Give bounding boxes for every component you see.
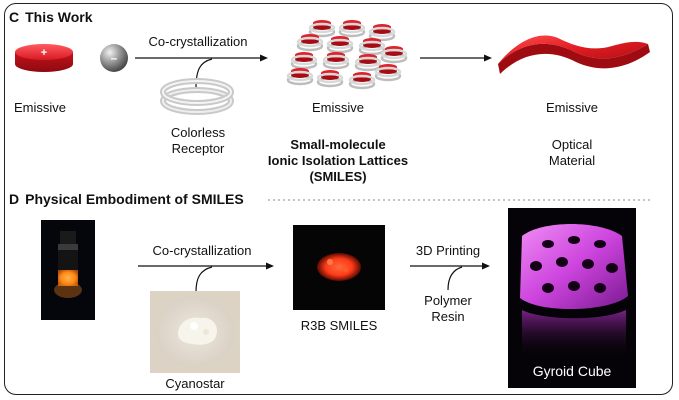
label-cyanostar: Cyanostar — [165, 376, 225, 391]
vial-photo — [41, 220, 95, 320]
smiles-title-line1: Small-molecule — [290, 137, 386, 152]
label-resin: Resin — [431, 309, 465, 324]
panel-c-letter: C — [9, 9, 20, 25]
label-optical: Optical — [551, 137, 593, 152]
smiles-title-line3: (SMILES) — [309, 169, 367, 184]
panel-c-title: This Work — [25, 9, 93, 25]
label-emissive-left: Emissive — [14, 100, 67, 115]
lattice-unit-icon — [348, 72, 376, 90]
arrow-cocrystallization-d — [138, 262, 274, 293]
label-r3b-smiles: R3B SMILES — [300, 318, 378, 333]
lattice-unit-icon — [286, 68, 314, 86]
colorless-receptor-icon — [160, 78, 234, 115]
lattice-unit-icon — [290, 52, 318, 70]
lattice-unit-icon — [374, 64, 402, 82]
label-emissive-right: Emissive — [545, 100, 598, 115]
label-gyroid-cube: Gyroid Cube — [532, 363, 612, 379]
arrow-to-material — [420, 54, 492, 62]
panel-d-heading: D Physical Embodiment of SMILES — [9, 192, 244, 207]
lattice-unit-icon — [326, 36, 354, 54]
label-cocrystallization-c: Co-crystallization — [148, 34, 248, 49]
label-receptor: Receptor — [171, 141, 225, 156]
cyanostar-powder-photo — [150, 291, 240, 373]
label-cocrystallization-d: Co-crystallization — [152, 243, 252, 258]
lattice-unit-icon — [358, 38, 386, 56]
label-material: Material — [548, 153, 596, 168]
lattice-unit-icon — [354, 54, 382, 72]
smiles-title-line2: Ionic Isolation Lattices — [267, 153, 409, 168]
lattice-unit-icon — [308, 20, 336, 38]
gyroid-cube-photo — [508, 208, 636, 388]
lattice-unit-icon — [322, 52, 350, 70]
label-emissive-middle: Emissive — [311, 100, 364, 115]
smiles-lattice-icon — [286, 20, 408, 90]
panel-d-letter: D — [9, 191, 20, 207]
lattice-unit-icon — [380, 46, 408, 64]
optical-material-sheet-icon — [498, 35, 650, 74]
cation-disk-icon: + — [15, 44, 73, 72]
lattice-unit-icon — [368, 24, 396, 42]
r3b-smiles-powder-photo — [293, 225, 385, 310]
lattice-unit-icon — [296, 34, 324, 52]
lattice-unit-icon — [316, 70, 344, 88]
svg-text:+: + — [41, 47, 47, 59]
label-3d-printing: 3D Printing — [415, 243, 481, 258]
lattice-unit-icon — [338, 20, 366, 38]
label-polymer: Polymer — [424, 293, 472, 308]
arrow-3d-printing — [410, 262, 490, 291]
svg-text:–: – — [111, 51, 118, 65]
panel-c-heading: C This Work — [9, 10, 93, 25]
label-colorless: Colorless — [170, 125, 226, 140]
outer-frame — [4, 3, 673, 395]
anion-sphere-icon: – — [100, 44, 128, 72]
panel-d-title: Physical Embodiment of SMILES — [25, 191, 244, 207]
